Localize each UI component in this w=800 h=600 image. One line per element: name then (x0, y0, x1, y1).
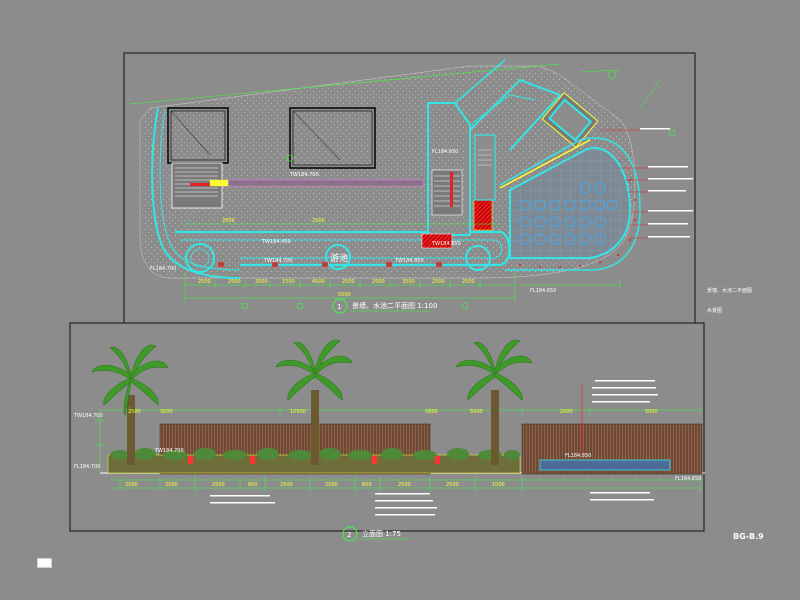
svg-text:TW184.700: TW184.700 (289, 172, 319, 178)
water-pool-elevation (539, 459, 671, 471)
svg-text:2500: 2500 (372, 279, 385, 285)
svg-text:1500: 1500 (282, 279, 295, 285)
svg-text:2500: 2500 (342, 279, 355, 285)
svg-text:2500: 2500 (222, 218, 235, 224)
plaza-fountain-jets (519, 182, 618, 245)
svg-text:5000: 5000 (645, 409, 658, 415)
fountain-pool (541, 92, 599, 148)
svg-text:FL184.700: FL184.700 (150, 266, 176, 272)
plan-dimension-lines (184, 69, 661, 302)
elevation-title: 立面图 1:75 (362, 529, 401, 538)
svg-text:FL184.650: FL184.650 (530, 288, 556, 294)
svg-text:2500: 2500 (198, 279, 211, 285)
svg-text:2500: 2500 (325, 482, 338, 488)
elevation-annotations (210, 380, 658, 516)
svg-text:600: 600 (362, 482, 372, 488)
elevation-level-tags: TW184.700 FL184.700 TW184.700 FL184.850 … (73, 413, 701, 482)
plan-title: 景墙、水池二平面图 1:100 (352, 301, 437, 310)
red-marker-left (190, 183, 215, 186)
svg-text:TW184.850: TW184.850 (431, 241, 461, 247)
svg-text:2000: 2000 (255, 279, 268, 285)
svg-text:TW184.450: TW184.450 (261, 239, 291, 245)
elevation-dimension-texts-bottom: 2500 2500 2500 600 2500 2500 600 2500 25… (125, 482, 505, 488)
svg-text:2000: 2000 (560, 409, 573, 415)
red-hatched-area (421, 233, 453, 249)
round-planter-right (465, 245, 491, 271)
svg-text:FL184.650: FL184.650 (675, 476, 701, 482)
svg-text:TW184.700: TW184.700 (73, 413, 103, 419)
svg-text:2500: 2500 (280, 482, 293, 488)
circular-plaza (509, 147, 632, 259)
side-note-2: 水景图 (707, 307, 722, 314)
curved-walkway (151, 107, 241, 279)
plan-title-block: 1 景墙、水池二平面图 1:100 (332, 298, 437, 314)
svg-text:2500: 2500 (128, 409, 141, 415)
svg-text:3000: 3000 (160, 409, 173, 415)
plan-dimension-texts: 2500 2500 2000 1500 4500 2500 2500 3500 … (198, 218, 475, 298)
svg-text:TW184.850: TW184.850 (394, 258, 424, 264)
plan-view: 游池 (123, 52, 696, 324)
svg-text:600: 600 (248, 482, 258, 488)
round-planter-center (325, 244, 351, 270)
boundary-line (129, 63, 561, 105)
svg-text:2500: 2500 (398, 482, 411, 488)
elevation-view: 2500 3000 10500 5000 5000 2000 5000 2500… (69, 322, 705, 542)
elevation-dimension-texts-top: 2500 3000 10500 5000 5000 2000 5000 (128, 409, 658, 415)
pool-label: 游池 (330, 252, 348, 264)
svg-text:4500: 4500 (312, 279, 325, 285)
svg-text:5500: 5500 (338, 292, 351, 298)
svg-text:5000: 5000 (470, 409, 483, 415)
palm-tree-1 (91, 344, 169, 465)
svg-text:TW184.700: TW184.700 (263, 258, 293, 264)
palm-tree-2 (275, 339, 353, 465)
svg-text:2500: 2500 (432, 279, 445, 285)
svg-text:5000: 5000 (425, 409, 438, 415)
elevation-dimension-lines (95, 406, 701, 492)
section-marks (241, 70, 676, 310)
plan-level-tags: FL184.650 FL184.700 FL184.650 TW184.700 … (150, 149, 556, 294)
svg-text:2500: 2500 (125, 482, 138, 488)
svg-text:2500: 2500 (462, 279, 475, 285)
stair-block-center (431, 169, 463, 216)
side-note-1: 景墙、水池二平面图 (707, 287, 752, 294)
plan-number: 1 (337, 303, 341, 311)
svg-text:2500: 2500 (212, 482, 225, 488)
svg-text:FL184.700: FL184.700 (74, 464, 100, 470)
elevation-title-block: 2 立面图 1:75 (342, 526, 410, 542)
svg-text:2500: 2500 (312, 218, 325, 224)
svg-text:2500: 2500 (228, 279, 241, 285)
drawing-code: BG-B.9 (733, 532, 764, 541)
round-planter-left (185, 243, 215, 273)
svg-text:2500: 2500 (165, 482, 178, 488)
svg-text:10500: 10500 (290, 409, 306, 415)
curved-walkway-inner (159, 109, 241, 271)
command-line-indicator[interactable] (37, 558, 52, 568)
red-hatched-area-right (473, 199, 493, 231)
svg-text:1000: 1000 (492, 482, 505, 488)
annotation-leaders (600, 129, 648, 239)
svg-text:FL184.850: FL184.850 (565, 453, 591, 459)
annotation-lines (640, 128, 693, 238)
diagonal-walkway (469, 78, 562, 151)
elevation-number: 2 (347, 531, 351, 539)
svg-text:2500: 2500 (446, 482, 459, 488)
svg-text:3500: 3500 (402, 279, 415, 285)
yellow-edge (499, 139, 591, 189)
palm-tree-3 (455, 339, 533, 465)
svg-text:TW184.700: TW184.700 (154, 448, 184, 454)
svg-text:FL184.650: FL184.650 (432, 149, 458, 155)
